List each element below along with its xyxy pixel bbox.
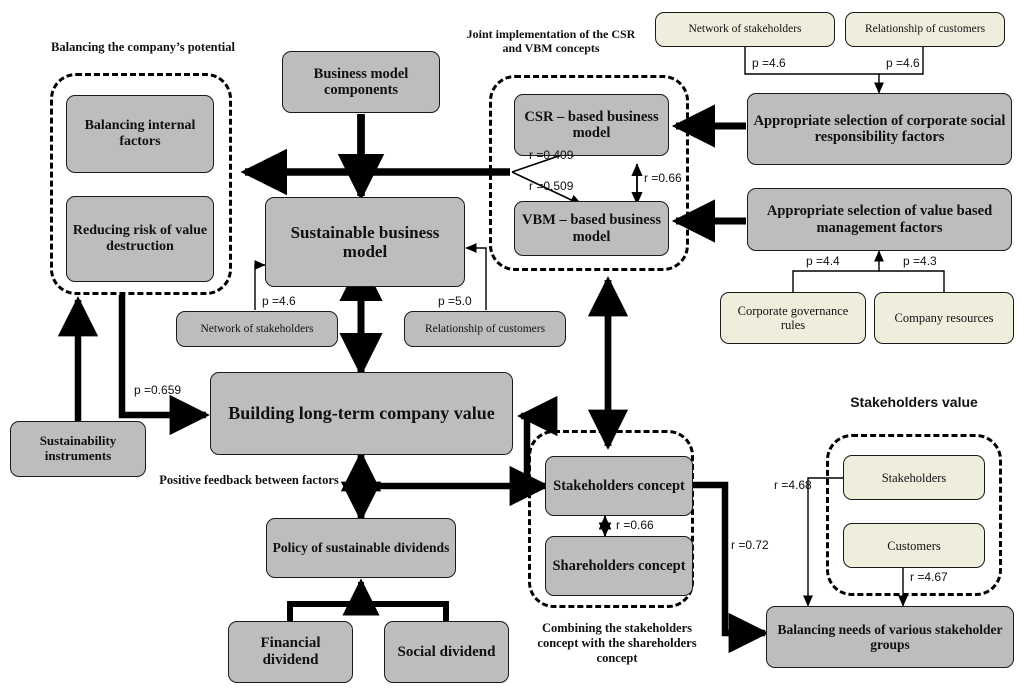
edge-label-sbm-to-vbm: r =0.509: [529, 179, 574, 193]
node-balancing-needs-of-stakeholder-groups[interactable]: Balancing needs of various stakeholder g…: [766, 606, 1014, 668]
edge-label-corporate-governance-to-vbm: p =4.4: [806, 254, 840, 268]
edge-label-csr-vbm-correlation: r =0.66: [644, 171, 682, 185]
group-balancing-potential: [50, 73, 232, 295]
edge-label-stakeholders-box-to-balancing: r =4.68: [774, 478, 812, 492]
node-business-model-components[interactable]: Business model components: [282, 51, 440, 113]
node-csr-based-business-model[interactable]: CSR – based business model: [514, 94, 669, 156]
node-network-of-stakeholders-top[interactable]: Network of stakeholders: [655, 12, 835, 47]
node-building-long-term-company-value[interactable]: Building long-term company value: [210, 372, 513, 455]
node-balancing-internal-factors[interactable]: Balancing internal factors: [66, 95, 214, 173]
node-social-dividend[interactable]: Social dividend: [384, 621, 509, 683]
caption-positive-feedback: Positive feedback between factors: [159, 473, 339, 487]
group-stakeholders-value: [826, 434, 1002, 596]
node-reducing-risk-of-value-destruction[interactable]: Reducing risk of value destruction: [66, 196, 214, 282]
edge-label-relationship-left-to-sbm: p =5.0: [438, 294, 472, 308]
edge-label-stakeholders-to-balancing: r =0.72: [731, 538, 769, 552]
node-policy-of-sustainable-dividends[interactable]: Policy of sustainable dividends: [266, 518, 456, 578]
node-relationship-of-customers-left[interactable]: Relationship of customers: [404, 311, 566, 347]
node-shareholders-concept[interactable]: Shareholders concept: [545, 536, 693, 596]
group-joint-implementation: [489, 75, 689, 271]
edge-label-network-left-to-sbm: p =4.6: [262, 294, 296, 308]
edge-label-sustainability-to-value: p =0.659: [134, 383, 182, 397]
edge-label-stakeholders-shareholders-correlation: r =0.66: [616, 518, 654, 532]
node-company-resources[interactable]: Company resources: [874, 292, 1014, 344]
node-appropriate-selection-csr-factors[interactable]: Appropriate selection of corporate socia…: [747, 93, 1012, 165]
node-sustainability-instruments[interactable]: Sustainability instruments: [10, 421, 146, 477]
node-customers[interactable]: Customers: [843, 523, 985, 568]
node-network-of-stakeholders-left[interactable]: Network of stakeholders: [176, 311, 338, 347]
caption-joint-implementation: Joint implementation of the CSR and VBM …: [466, 27, 636, 56]
edge-label-network-top-to-csr: p =4.6: [752, 56, 786, 70]
caption-balancing-potential: Balancing the company’s potential: [51, 40, 235, 54]
edge-label-relationship-top-to-csr: p =4.6: [886, 56, 920, 70]
edge-label-customers-to-balancing: r =4.67: [910, 570, 948, 584]
caption-stakeholders-value: Stakeholders value: [850, 394, 978, 410]
caption-combining-concepts: Combining the stakeholders concept with …: [537, 621, 697, 665]
node-appropriate-selection-vbm-factors[interactable]: Appropriate selection of value based man…: [747, 188, 1012, 251]
node-financial-dividend[interactable]: Financial dividend: [228, 621, 353, 683]
edge-label-sbm-to-csr: r =0.409: [529, 148, 574, 162]
node-sustainable-business-model[interactable]: Sustainable business model: [265, 197, 465, 287]
node-corporate-governance-rules[interactable]: Corporate governance rules: [720, 292, 866, 344]
node-relationship-of-customers-top[interactable]: Relationship of customers: [845, 12, 1005, 47]
edge-label-company-resources-to-vbm: p =4.3: [903, 254, 937, 268]
node-vbm-based-business-model[interactable]: VBM – based business model: [514, 201, 669, 256]
node-stakeholders-concept[interactable]: Stakeholders concept: [545, 456, 693, 516]
group-combining-concepts: [528, 430, 694, 608]
node-stakeholders[interactable]: Stakeholders: [843, 455, 985, 500]
